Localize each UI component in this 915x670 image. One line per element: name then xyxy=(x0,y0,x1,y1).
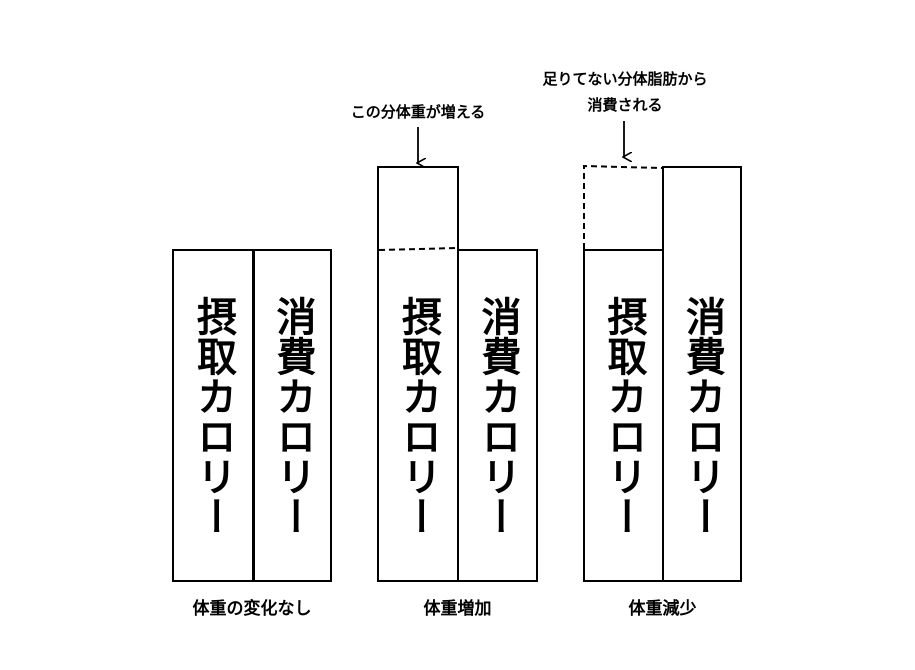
loss-deficit-outline xyxy=(583,164,663,249)
intake-box-gain: 摂取カロリー xyxy=(377,166,459,582)
intake-label: 摂取カロリー xyxy=(600,295,647,536)
expenditure-box-loss: 消費カロリー xyxy=(662,166,742,582)
annotation-loss-line2: 消費される xyxy=(587,96,663,114)
caption-no-change: 体重の変化なし xyxy=(192,599,312,619)
annotation-gain: この分体重が増える xyxy=(350,103,486,121)
expenditure-label: 消費カロリー xyxy=(474,295,521,536)
caption-gain: 体重増加 xyxy=(423,599,492,619)
expenditure-label: 消費カロリー xyxy=(679,295,725,536)
expenditure-box-no-change: 消費カロリー xyxy=(252,249,332,582)
caption-loss: 体重減少 xyxy=(628,599,697,619)
intake-label: 摂取カロリー xyxy=(190,295,236,536)
intake-label: 摂取カロリー xyxy=(395,295,441,536)
gain-surplus-boundary xyxy=(378,247,458,251)
intake-box-no-change: 摂取カロリー xyxy=(172,249,254,582)
expenditure-box-gain: 消費カロリー xyxy=(457,249,538,582)
annotation-loss-line1: 足りてない分体脂肪から xyxy=(542,70,708,88)
expenditure-label: 消費カロリー xyxy=(269,295,316,536)
